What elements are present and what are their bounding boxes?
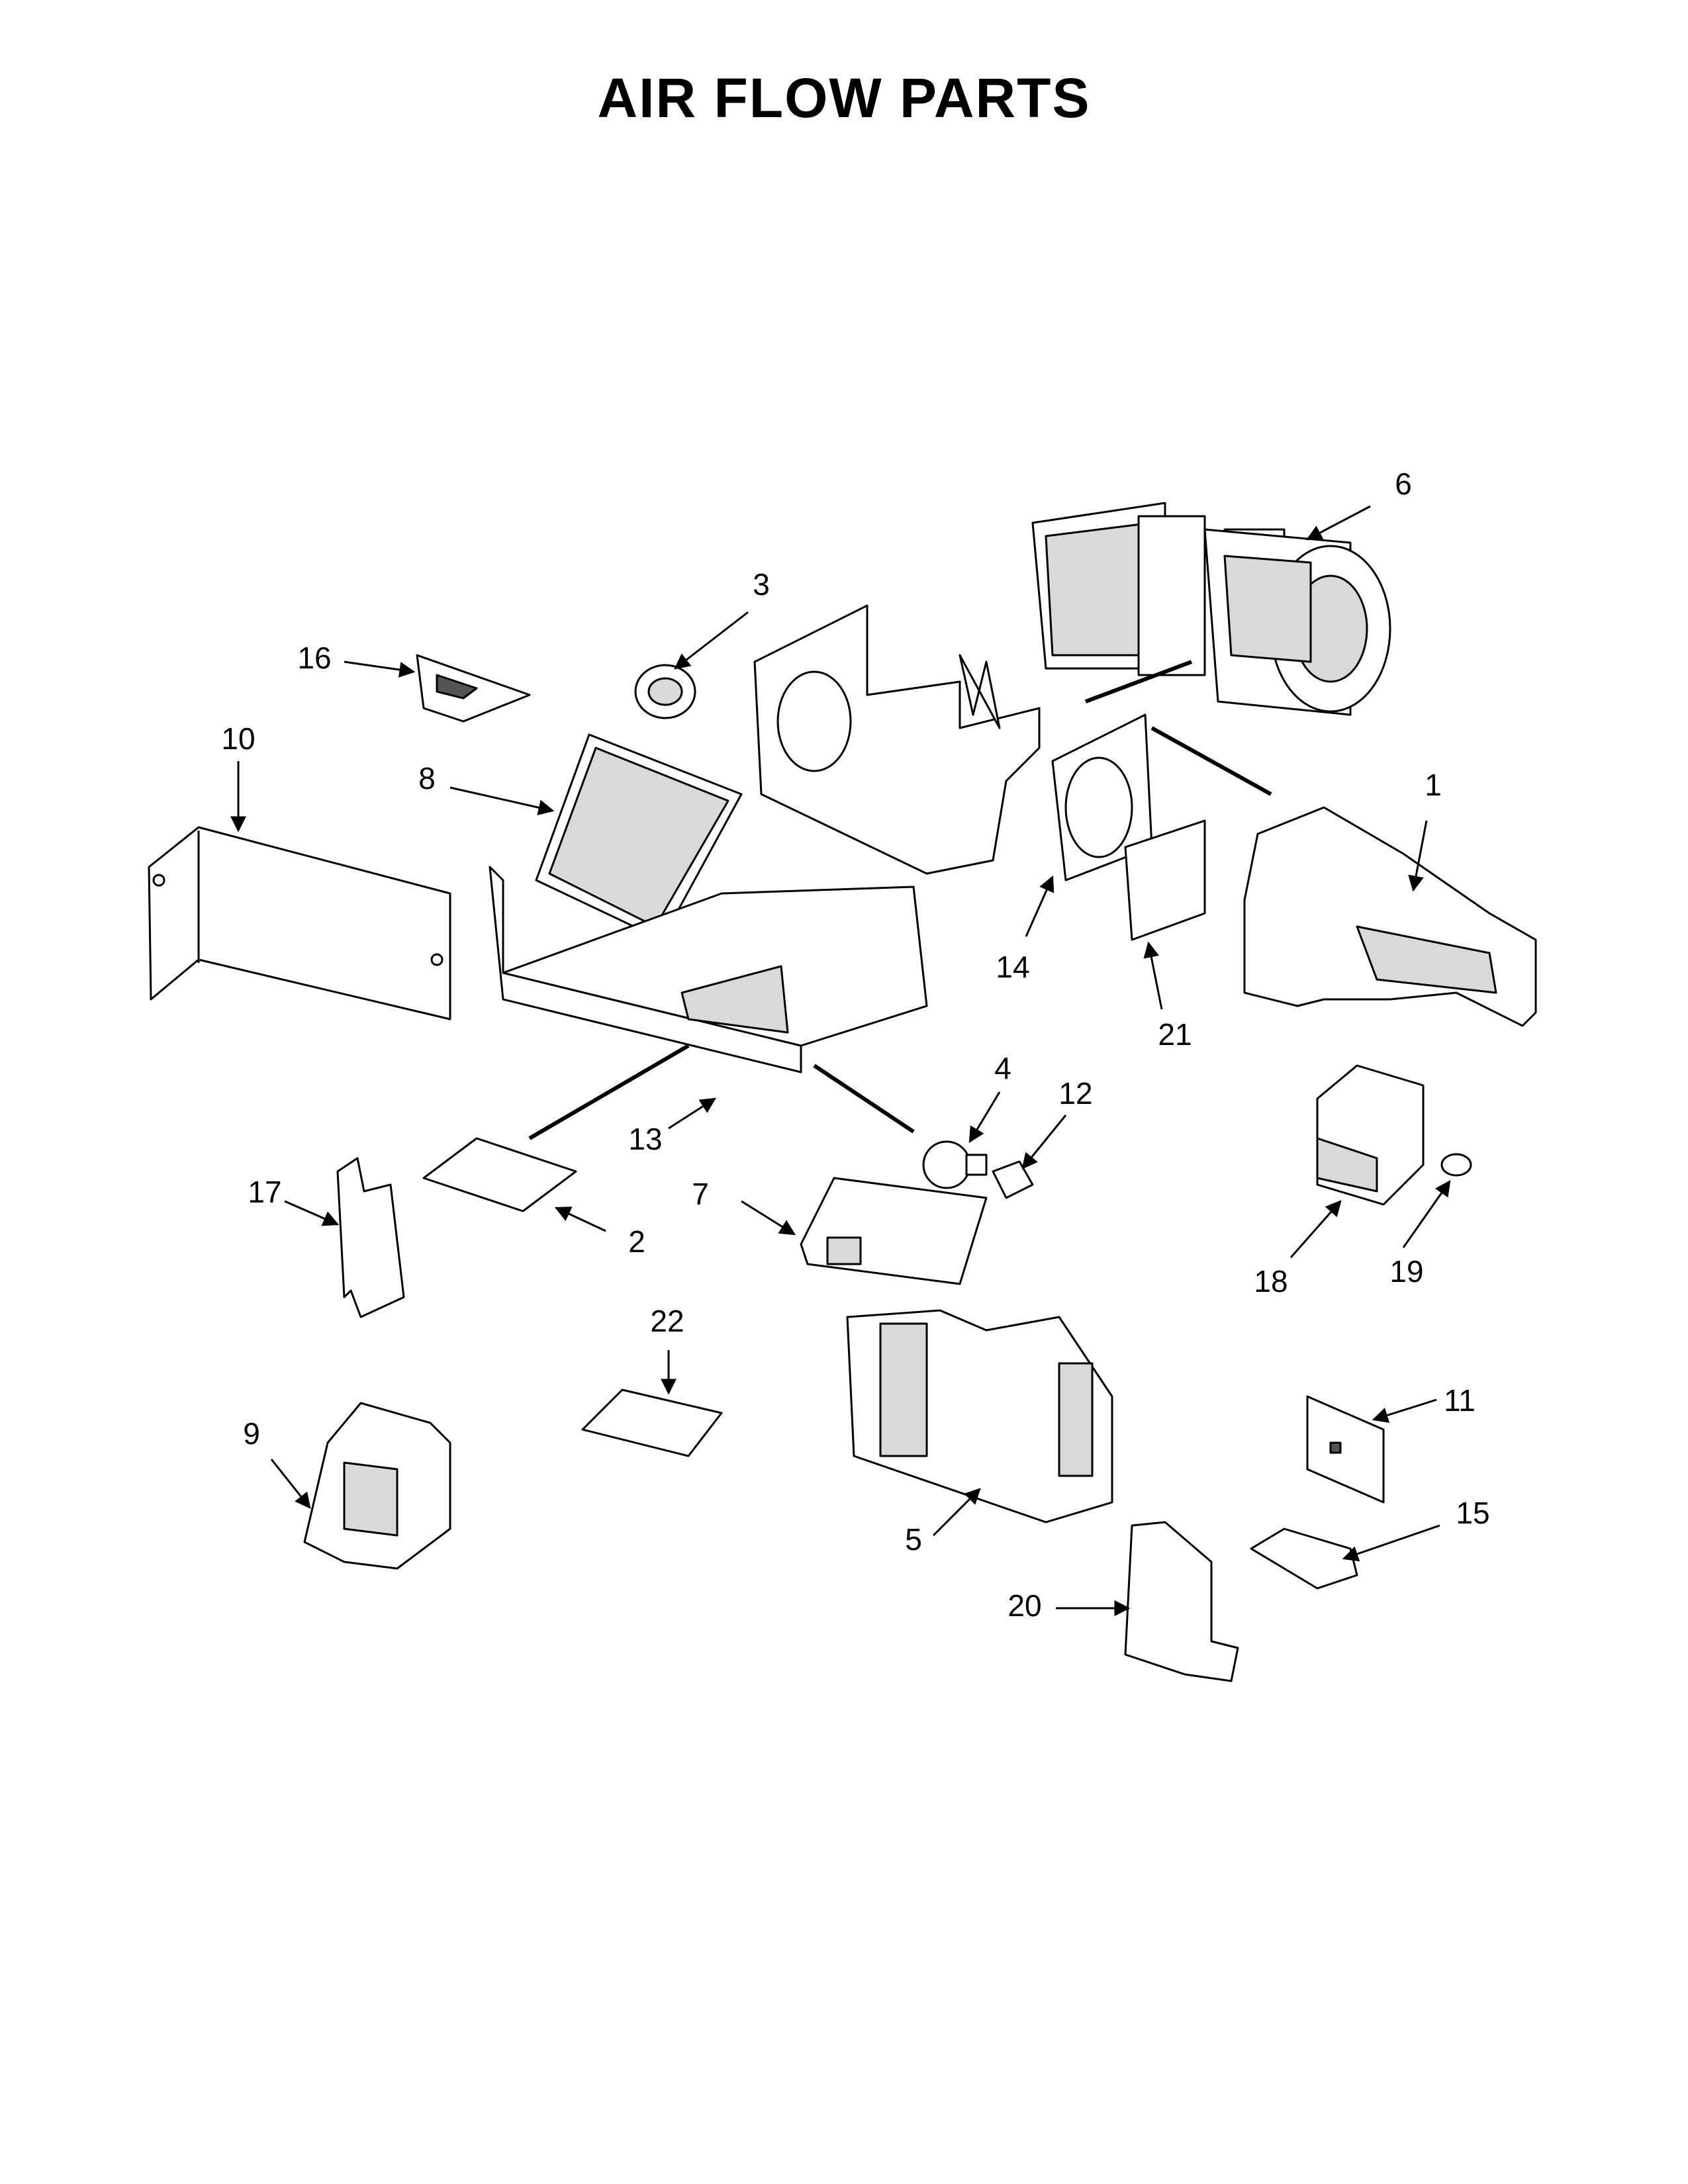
callout-10: 10 <box>221 721 255 756</box>
leader-9 <box>270 1459 311 1509</box>
callout-6: 6 <box>1395 467 1412 501</box>
leader-15 <box>1342 1524 1440 1562</box>
exploded-line <box>528 1044 690 1140</box>
callout-3: 3 <box>753 567 770 602</box>
part-5-panel <box>846 1309 1113 1524</box>
leader-11 <box>1372 1398 1437 1423</box>
part-7-cover <box>800 1177 988 1285</box>
part-9-bracket-box <box>303 1402 451 1570</box>
callout-11: 11 <box>1444 1383 1476 1418</box>
leader-21 <box>1143 941 1163 1010</box>
part-16-label <box>416 654 531 723</box>
part-chassis-back <box>753 604 1041 875</box>
leader-17 <box>284 1200 340 1226</box>
callout-17: 17 <box>248 1175 281 1209</box>
exploded-line <box>1084 660 1193 704</box>
callout-2: 2 <box>628 1224 645 1259</box>
callout-1: 1 <box>1425 768 1442 802</box>
callout-13: 13 <box>628 1122 662 1156</box>
callout-5: 5 <box>905 1522 922 1557</box>
part-chassis-front <box>489 866 928 1073</box>
part-6-blower-motor <box>1031 502 1391 716</box>
callout-12: 12 <box>1058 1076 1092 1111</box>
leader-4 <box>968 1091 1001 1144</box>
part-20-duct <box>1124 1521 1239 1682</box>
part-17-bracket <box>336 1157 405 1318</box>
callout-14: 14 <box>996 950 1029 984</box>
leader-18 <box>1289 1200 1342 1258</box>
leader-16 <box>344 660 416 678</box>
part-12-socket <box>992 1160 1034 1199</box>
leader-8 <box>449 786 555 815</box>
part-2-board <box>422 1137 577 1212</box>
part-11-control-panel <box>1306 1395 1385 1504</box>
callout-16: 16 <box>297 641 331 675</box>
leader-7 <box>741 1200 796 1236</box>
callout-20: 20 <box>1008 1588 1041 1623</box>
exploded-line <box>1150 726 1272 796</box>
part-14-bracket <box>1051 713 1153 882</box>
leader-3 <box>674 611 749 670</box>
callout-4: 4 <box>994 1051 1011 1085</box>
leader-12 <box>1021 1115 1067 1169</box>
callout-18: 18 <box>1254 1264 1288 1298</box>
part-4-lamp <box>922 1140 988 1189</box>
callout-15: 15 <box>1456 1496 1489 1530</box>
part-1-air-duct <box>1243 806 1537 1027</box>
part-8-filter <box>535 733 743 941</box>
callout-21: 21 <box>1158 1017 1192 1052</box>
leader-1 <box>1408 820 1428 892</box>
leader-6 <box>1305 505 1371 541</box>
callout-9: 9 <box>243 1416 260 1451</box>
leader-5 <box>932 1488 981 1537</box>
part-10-side-panel <box>148 826 451 1021</box>
leader-14 <box>1025 875 1055 937</box>
part-18-transformer <box>1316 1064 1425 1206</box>
callout-7: 7 <box>692 1177 709 1211</box>
part-19-cutout <box>1440 1153 1472 1177</box>
exploded-line <box>813 1064 915 1134</box>
part-21-plate <box>1124 819 1206 941</box>
callout-8: 8 <box>418 761 436 796</box>
leader-2 <box>554 1206 606 1232</box>
page-title: AIR FLOW PARTS <box>597 67 1091 129</box>
leader-13 <box>668 1097 717 1130</box>
part-3-disc <box>634 664 696 719</box>
leader-19 <box>1402 1180 1451 1248</box>
part-22-sheet <box>581 1388 723 1457</box>
callout-22: 22 <box>650 1304 684 1338</box>
callout-19: 19 <box>1389 1254 1423 1289</box>
part-15-mounting-bracket <box>1250 1527 1358 1590</box>
